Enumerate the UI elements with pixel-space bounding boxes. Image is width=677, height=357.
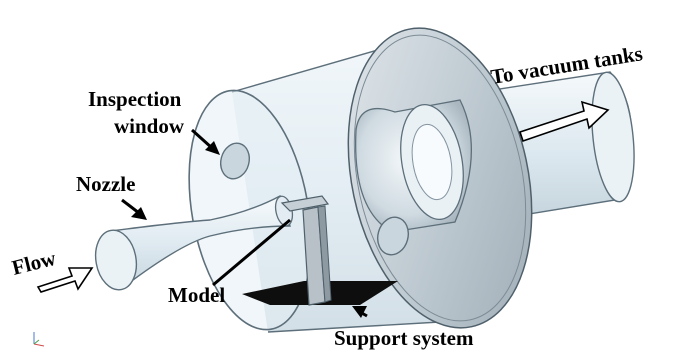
vacuum-arrow <box>518 100 610 143</box>
label-inspection-line2: window <box>114 114 185 138</box>
diffuser <box>354 99 472 233</box>
label-inspection-line1: Inspection <box>88 87 182 111</box>
label-model: Model <box>168 283 225 307</box>
label-flow: Flow <box>9 246 59 280</box>
inspection-window-1 <box>219 142 251 180</box>
axes-triad-icon <box>33 332 45 347</box>
label-nozzle: Nozzle <box>76 172 135 196</box>
leader-arrows <box>121 128 368 318</box>
model <box>280 195 332 306</box>
flow-arrow <box>36 267 94 293</box>
inspection-window-2 <box>376 216 410 256</box>
nozzle <box>94 194 294 291</box>
label-support-system: Support system <box>334 326 474 350</box>
